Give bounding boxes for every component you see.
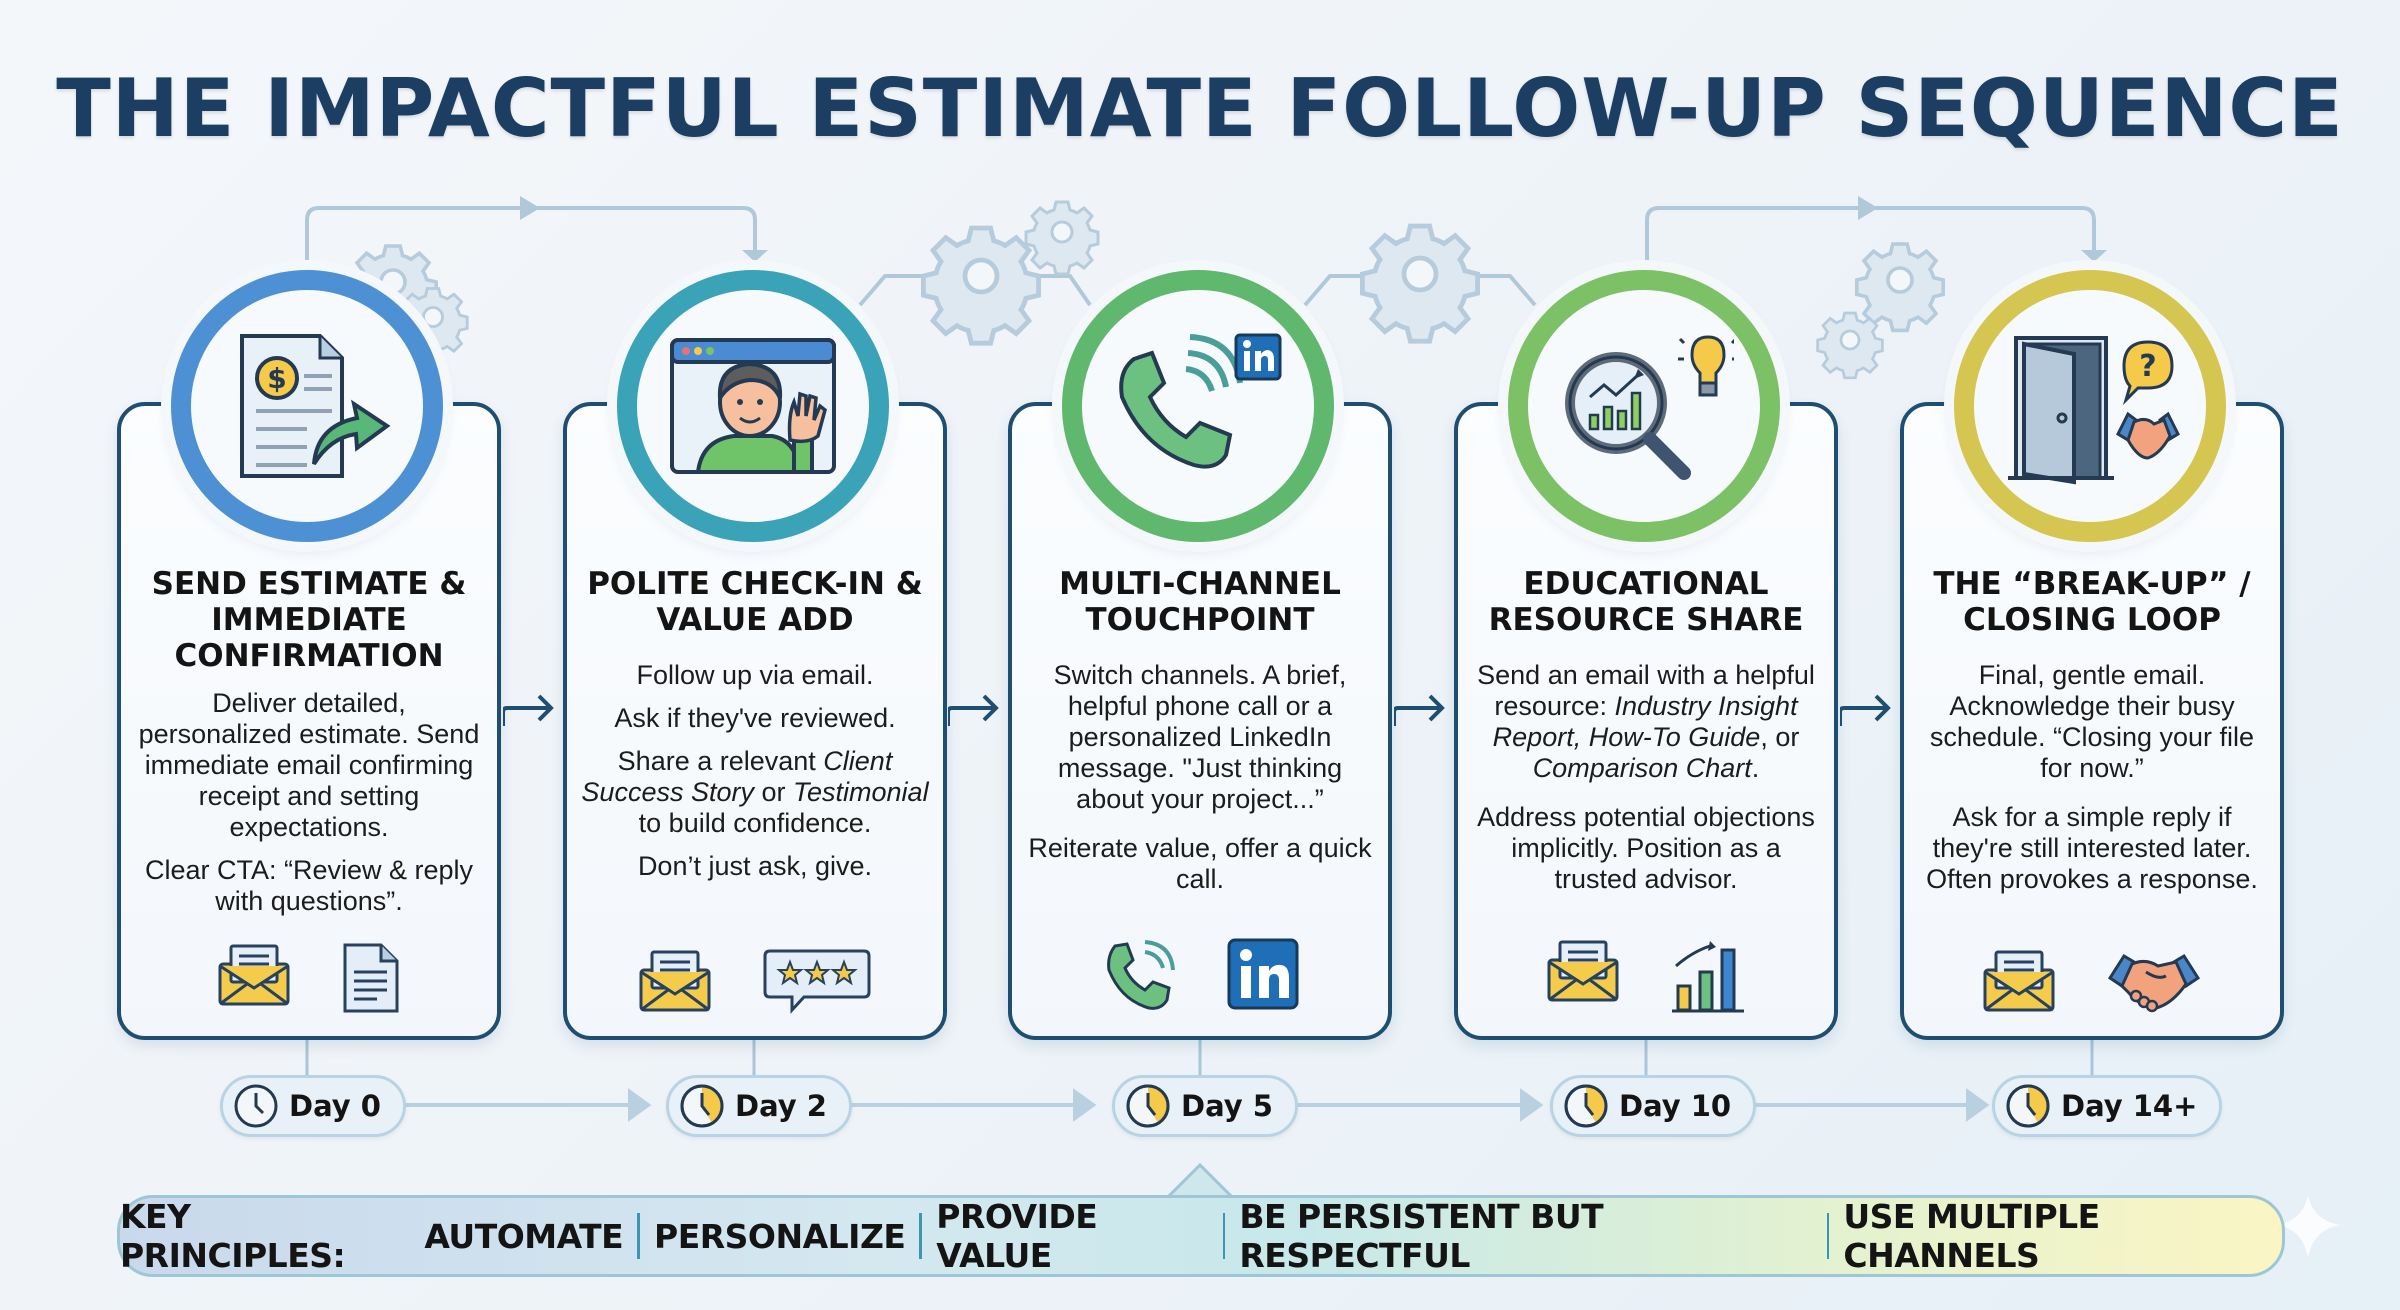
step-paragraph: Clear CTA: “Review & reply with question…: [144, 855, 474, 916]
day-pill-10: Day 10: [1550, 1075, 1757, 1137]
step-title: POLITE CHECK-IN & VALUE ADD: [587, 566, 923, 638]
step-paragraph-rich: Send an email with a helpful resource: I…: [1477, 660, 1815, 783]
video-call-waving-person-icon: [670, 338, 836, 474]
step-hero-badge-4: [1508, 270, 1780, 542]
step-paragraph: Ask for a simple reply if they're still …: [1926, 802, 2258, 894]
star-review-bubble-icon: [763, 949, 871, 1014]
clock-icon: [680, 1084, 724, 1128]
separator: [1826, 1213, 1830, 1259]
separator: [1222, 1213, 1226, 1259]
step-description: Final, gentle email. Acknowledge their b…: [1918, 660, 2266, 907]
step-title: THE “BREAK-UP” / CLOSING LOOP: [1933, 566, 2251, 638]
flow-arrow-1-2: [503, 694, 554, 726]
principles-caret: [1168, 1163, 1232, 1199]
separator: [919, 1213, 923, 1259]
estimate-document-send-icon: $: [240, 334, 391, 478]
flow-arrow-2-3: [948, 694, 999, 726]
step-paragraph: Don’t just ask, give.: [637, 851, 873, 881]
flow-arrow-4-5: [1840, 694, 1891, 726]
page-title: THE IMPACTFUL ESTIMATE FOLLOW-UP SEQUENC…: [56, 62, 2344, 155]
clock-icon: [1126, 1084, 1170, 1128]
phone-icon: [1107, 940, 1175, 1010]
handshake-icon: [2107, 953, 2201, 1013]
step-description: Follow up via email. Ask if they've revi…: [581, 660, 929, 894]
day-label: Day 14+: [2061, 1089, 2198, 1123]
step-paragraph: Switch channels. A brief, helpful phone …: [1053, 660, 1347, 814]
envelope-icon: [639, 950, 711, 1012]
key-principles-bar: KEY PRINCIPLES: AUTOMATE PERSONALIZE PRO…: [117, 1195, 2285, 1277]
step-hero-badge-2: [617, 270, 889, 542]
svg-text:$: $: [267, 362, 286, 395]
step-description: Send an email with a helpful resource: I…: [1472, 660, 1820, 907]
magnifier-chart-lightbulb-icon: [1565, 335, 1734, 480]
principle-item: PROVIDE VALUE: [936, 1197, 1098, 1275]
day-pill-5: Day 5: [1112, 1075, 1298, 1137]
day-label: Day 5: [1181, 1089, 1273, 1123]
day-label: Day 10: [1619, 1089, 1732, 1123]
principle-item: USE MULTIPLE CHANNELS: [1843, 1197, 2100, 1275]
day-pill-0: Day 0: [220, 1075, 406, 1137]
step-card-4: EDUCATIONAL RESOURCE SHARE Send an email…: [1454, 402, 1838, 1040]
open-door-handshake-icon: ?: [2008, 336, 2180, 485]
step-description: Deliver detailed, personalized estimate.…: [135, 688, 483, 929]
linkedin-icon: [1227, 938, 1299, 1010]
step-title: MULTI-CHANNEL TOUCHPOINT: [1059, 566, 1341, 638]
envelope-icon: [1983, 950, 2055, 1012]
phone-linkedin-icon: [1119, 333, 1282, 469]
clock-icon: [1564, 1084, 1608, 1128]
separator: [637, 1213, 641, 1259]
day-label: Day 2: [735, 1089, 827, 1123]
principle-item: BE PERSISTENT BUT RESPECTFUL: [1239, 1197, 1604, 1275]
day-pill-14: Day 14+: [1992, 1075, 2223, 1137]
envelope-icon: [1547, 940, 1619, 1002]
step-hero-badge-5: ?: [1954, 270, 2226, 542]
bar-chart-icon: [1672, 941, 1744, 1013]
flow-arrow-3-4: [1394, 694, 1445, 726]
step-description: Switch channels. A brief, helpful phone …: [1026, 660, 1374, 907]
clock-icon: [234, 1084, 278, 1128]
step-paragraph: Reiterate value, offer a quick call.: [1028, 833, 1372, 894]
day-pill-2: Day 2: [666, 1075, 852, 1137]
step-hero-badge-3: [1062, 270, 1334, 542]
principles-label: KEY PRINCIPLES:: [119, 1197, 346, 1275]
step-card-3: MULTI-CHANNEL TOUCHPOINT Switch channels…: [1008, 402, 1392, 1040]
step-title: EDUCATIONAL RESOURCE SHARE: [1488, 566, 1804, 638]
step-paragraph: Final, gentle email. Acknowledge their b…: [1929, 660, 2255, 783]
clock-icon: [2006, 1084, 2050, 1128]
step-paragraph: Address potential objections implicitly.…: [1477, 802, 1815, 894]
principle-item: AUTOMATE: [424, 1216, 624, 1256]
envelope-icon: [218, 944, 290, 1006]
step-hero-badge-1: $: [171, 270, 443, 542]
step-paragraph: Deliver detailed, personalized estimate.…: [138, 688, 480, 842]
step-title: SEND ESTIMATE & IMMEDIATE CONFIRMATION: [151, 566, 467, 674]
svg-text:?: ?: [2139, 349, 2156, 384]
document-icon: [343, 943, 399, 1013]
day-label: Day 0: [289, 1089, 381, 1123]
principle-item: PERSONALIZE: [654, 1216, 906, 1256]
step-paragraph: Follow up via email.: [636, 660, 874, 690]
step-paragraph-rich: Share a relevant Client Success Story or…: [581, 746, 929, 838]
step-paragraph: Ask if they've reviewed.: [614, 703, 896, 733]
